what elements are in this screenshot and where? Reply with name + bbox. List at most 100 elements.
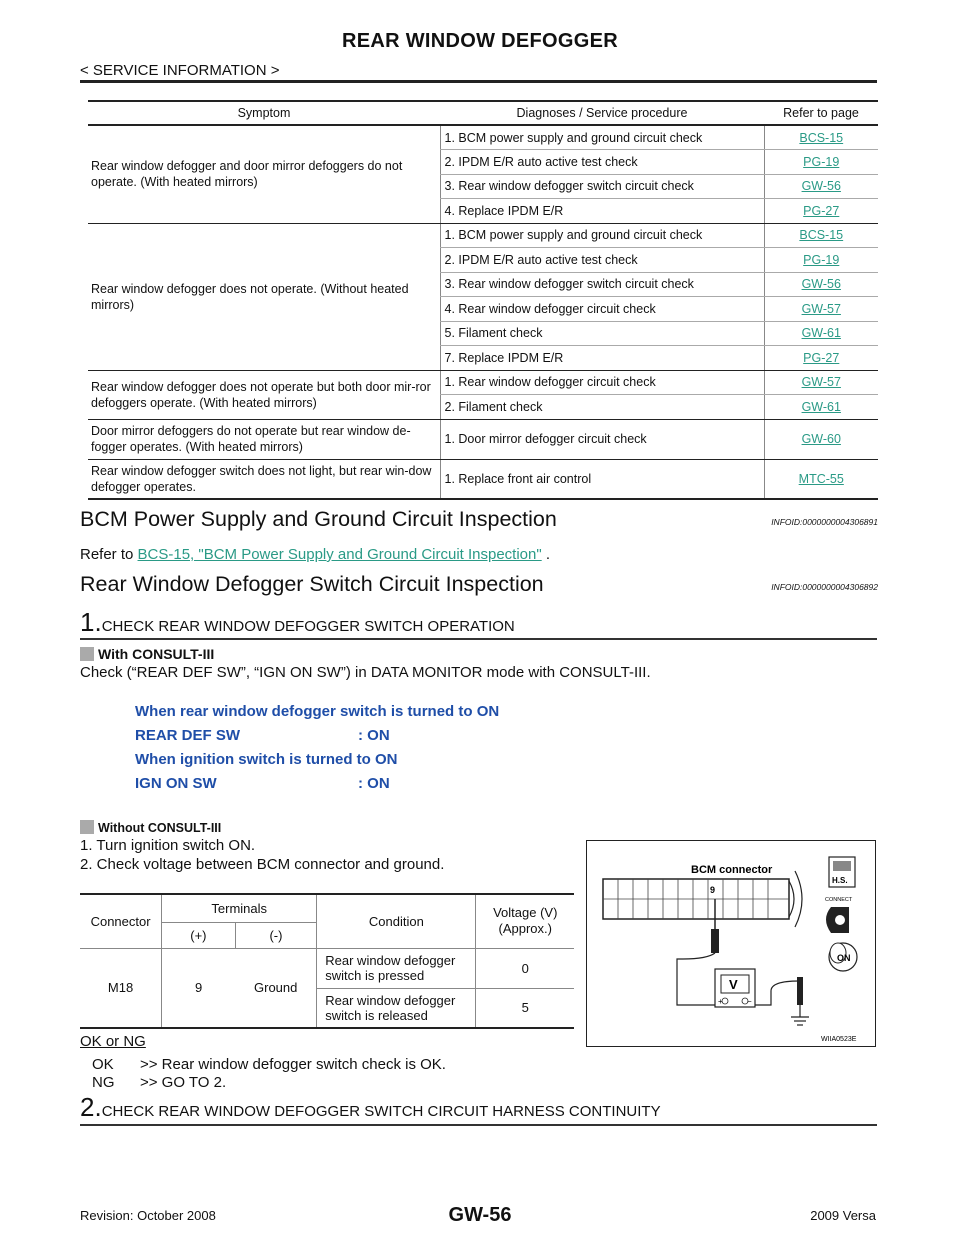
bcm-refer-text: Refer to BCS-15, "BCM Power Supply and G…: [80, 546, 550, 563]
model-text: 2009 Versa: [810, 1208, 876, 1223]
ref-link[interactable]: PG-19: [803, 154, 840, 169]
symptom-cell: Rear window defogger switch does not lig…: [88, 459, 440, 500]
bcm-connector-diagram: BCM connector 9 V + − H.S.: [586, 840, 876, 1047]
ref-link[interactable]: PG-27: [803, 203, 840, 218]
terminals-header: Terminals: [161, 893, 317, 923]
diagnosis-cell: 1. BCM power supply and ground circuit c…: [439, 223, 764, 248]
symptom-cell: Rear window defogger does not operate. (…: [88, 223, 440, 371]
hs-label: H.S.: [832, 876, 848, 885]
bcm-infoid: INFOID:0000000004306891: [771, 517, 878, 527]
step1-number: 1.: [80, 607, 102, 637]
harness-side-icon: [828, 856, 856, 888]
ok-result: >> Rear window defogger switch check is …: [140, 1056, 446, 1073]
without-consult-text: Without CONSULT-III: [98, 821, 222, 835]
symptom-cell: Door mirror defoggers do not operate but…: [88, 419, 440, 460]
switch-section-heading: Rear Window Defogger Switch Circuit Insp…: [80, 572, 544, 596]
ref-link[interactable]: GW-56: [801, 179, 841, 194]
spec2-condition: When ignition switch is turned to ON: [135, 751, 398, 768]
ref-link[interactable]: BCS-15: [799, 130, 844, 145]
table-row: 3. Rear window defogger switch circuit c…: [88, 174, 878, 199]
table-row: 4. Rear window defogger circuit check GW…: [88, 296, 878, 322]
ng-result: >> GO TO 2.: [140, 1074, 227, 1091]
step2-divider: [80, 1124, 877, 1126]
refer-prefix: Refer to: [80, 546, 138, 563]
step2-title: CHECK REAR WINDOW DEFOGGER SWITCH CIRCUI…: [101, 1103, 661, 1120]
refer-suffix: .: [541, 546, 551, 563]
approx-header-text: (Approx.): [498, 921, 552, 937]
diagnosis-cell: 1. BCM power supply and ground circuit c…: [439, 125, 764, 150]
table-header-row: Symptom Diagnoses / Service procedure Re…: [88, 100, 878, 126]
table-row: Rear window defogger and door mirror def…: [88, 125, 878, 224]
on-label: ON: [837, 953, 851, 963]
page-title: REAR WINDOW DEFOGGER: [342, 30, 618, 52]
table-row: 3. Rear window defogger switch circuit c…: [88, 272, 878, 297]
probe-wires: [676, 899, 809, 1026]
spec2-item: IGN ON SW: [135, 775, 217, 792]
diagnosis-cell: 3. Rear window defogger switch circuit c…: [439, 174, 764, 199]
connector-shape: [602, 870, 803, 928]
ref-link[interactable]: GW-57: [801, 375, 841, 390]
voltmeter-icon: [714, 968, 756, 1008]
symptom-table: Symptom Diagnoses / Service procedure Re…: [88, 100, 878, 500]
voltage-header-text: Voltage (V): [493, 905, 558, 921]
table-row: 2. IPDM E/R auto active test check PG-19: [88, 247, 878, 273]
check-instruction: Check (“REAR DEF SW”, “IGN ON SW”) in DA…: [80, 664, 651, 681]
condition-header: Condition: [316, 893, 476, 949]
diagnosis-cell: 4. Rear window defogger circuit check: [439, 296, 764, 322]
condition-cell: Rear window defogger switch is pressed: [316, 948, 476, 989]
page-number: GW-56: [448, 1204, 512, 1226]
diagnosis-cell: 2. IPDM E/R auto active test check: [439, 149, 764, 175]
ok-ng-label: OK or NG: [80, 1033, 146, 1050]
without-consult-label: Without CONSULT-III: [80, 820, 221, 835]
ref-link[interactable]: MTC-55: [798, 471, 844, 486]
diagnosis-cell: 4. Replace IPDM E/R: [439, 198, 764, 224]
ref-link[interactable]: GW-61: [801, 326, 841, 341]
figure-code: WIIA0523E: [821, 1036, 857, 1043]
switch-infoid: INFOID:0000000004306892: [771, 582, 878, 592]
ref-link[interactable]: BCS-15: [799, 228, 844, 243]
connector-cell: M18: [80, 948, 162, 1029]
ng-label: NG: [92, 1074, 115, 1091]
refer-header: Refer to page: [764, 100, 878, 126]
voltage-header: Voltage (V) (Approx.): [475, 893, 574, 949]
ref-link[interactable]: PG-19: [803, 252, 840, 267]
ref-link[interactable]: GW-56: [801, 277, 841, 292]
meter-minus: −: [747, 997, 752, 1006]
step1-divider: [80, 638, 877, 640]
condition-cell: Rear window defogger switch is released: [316, 988, 476, 1029]
meter-plus: +: [718, 997, 723, 1006]
connector-header: Connector: [80, 893, 162, 949]
spec1-item: REAR DEF SW: [135, 727, 240, 744]
revision-text: Revision: October 2008: [80, 1208, 216, 1223]
table-row: 2. IPDM E/R auto active test check PG-19: [88, 149, 878, 175]
bcm-refer-link[interactable]: BCS-15, "BCM Power Supply and Ground Cir…: [137, 546, 542, 563]
diagnosis-cell: 7. Replace IPDM E/R: [439, 345, 764, 371]
table-row: Rear window defogger switch does not lig…: [88, 459, 878, 500]
meter-letter: V: [729, 977, 738, 992]
instruction-1: 1. Turn ignition switch ON.: [80, 837, 256, 854]
ref-link[interactable]: PG-27: [803, 350, 840, 365]
step2-number: 2.: [80, 1092, 102, 1122]
ref-link[interactable]: GW-57: [801, 301, 841, 316]
voltage-cell: 5: [475, 988, 574, 1029]
diagnosis-cell: 1. Replace front air control: [439, 459, 764, 500]
no-consult-icon: [80, 820, 94, 834]
diagnosis-cell: 2. Filament check: [439, 394, 764, 420]
ignition-on-icon: [828, 942, 858, 972]
step1-heading: 1. CHECK REAR WINDOW DEFOGGER SWITCH OPE…: [80, 607, 515, 638]
bcm-section-heading: BCM Power Supply and Ground Circuit Insp…: [80, 507, 557, 531]
header-divider: [80, 80, 877, 83]
table-row: Door mirror defoggers do not operate but…: [88, 419, 878, 460]
diagnosis-header: Diagnoses / Service procedure: [440, 100, 764, 126]
voltage-table: Connector Terminals Condition Voltage (V…: [80, 893, 574, 1029]
table-row: 2. Filament check GW-61: [88, 394, 878, 420]
plus-terminal-cell: 9: [161, 948, 236, 1029]
with-consult-label: With CONSULT-III: [80, 646, 214, 662]
diagram-svg: BCM connector 9 V + − H.S.: [602, 856, 858, 1043]
table-row: 5. Filament check GW-61: [88, 321, 878, 346]
spec2-value: : ON: [358, 775, 390, 792]
ref-link[interactable]: GW-61: [801, 399, 841, 414]
table-row: 7. Replace IPDM E/R PG-27: [88, 345, 878, 371]
ref-link[interactable]: GW-60: [801, 432, 841, 446]
table-row: Rear window defogger does not operate. (…: [88, 223, 878, 371]
